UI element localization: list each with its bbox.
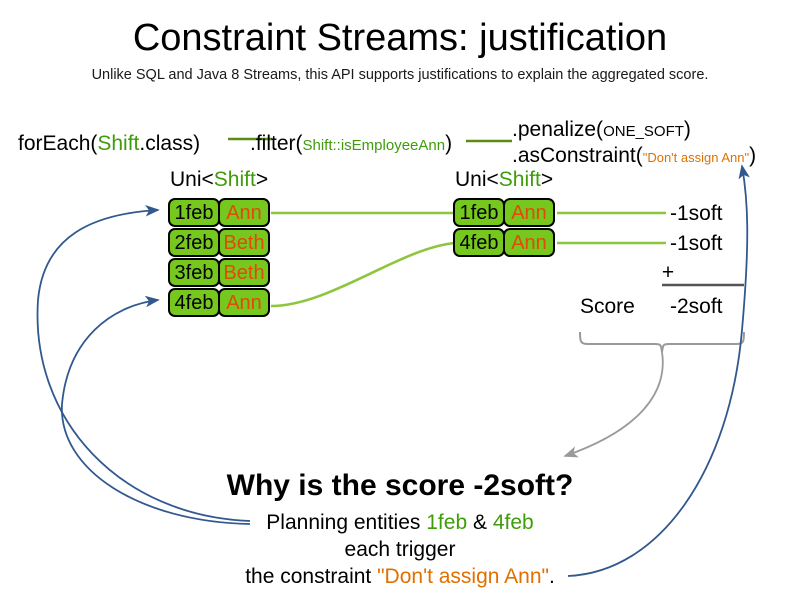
- shift-employee: Ann: [503, 228, 555, 257]
- explanation-arrow: [563, 351, 664, 458]
- left-stream-type-prefix: Uni<: [170, 168, 214, 191]
- left-stream-type-label: Uni<Shift>: [170, 168, 268, 192]
- impact-value-1: -1soft: [670, 202, 723, 225]
- shift-date: 2feb: [168, 228, 220, 257]
- shift-date: 1feb: [168, 198, 220, 227]
- shift-date: 4feb: [168, 288, 220, 317]
- right-stream-type-prefix: Uni<: [455, 168, 499, 191]
- code-asconstraint-tail: ): [749, 144, 757, 167]
- page-title: Constraint Streams: justification: [132, 17, 668, 59]
- explanation-line-1-amp: &: [467, 511, 493, 534]
- score-total-value: -2soft: [670, 295, 723, 318]
- right-stream-type-suffix: >: [540, 168, 554, 191]
- right-stream-type-label: Uni<Shift>: [455, 168, 553, 192]
- table-row[interactable]: 3feb Beth: [168, 258, 270, 287]
- link-4feb: [270, 241, 456, 308]
- code-filter-arg: Shift::isEmployeeAnn: [302, 137, 446, 154]
- explanation-line-2: each trigger: [344, 538, 456, 561]
- code-filter-tail: ): [445, 132, 453, 155]
- table-row[interactable]: 1feb Ann: [453, 198, 555, 227]
- code-penalize: .penalize(ONE_SOFT): [512, 118, 691, 144]
- table-row[interactable]: 4feb Ann: [453, 228, 555, 257]
- shift-employee: Beth: [218, 258, 270, 287]
- shift-employee: Ann: [503, 198, 555, 227]
- right-stream-table: 1feb Ann 4feb Ann: [453, 198, 555, 258]
- score-label: Score: [580, 295, 635, 318]
- code-penalize-tail: ): [683, 118, 691, 141]
- left-stream-type-generic: Shift: [213, 168, 256, 191]
- page-subtitle: Unlike SQL and Java 8 Streams, this API …: [91, 67, 709, 83]
- table-row[interactable]: 4feb Ann: [168, 288, 270, 317]
- code-asconstraint-arg: "Don't assign Ann": [642, 150, 750, 165]
- code-asconstraint: .asConstraint("Don't assign Ann"): [512, 144, 756, 170]
- explanation-line-3-suffix: .: [548, 565, 555, 588]
- right-stream-type-generic: Shift: [498, 168, 541, 191]
- explanation-heading: Why is the score -2soft?: [226, 469, 574, 502]
- score-brace: [579, 331, 745, 353]
- explanation-line-3-prefix: the constraint: [245, 565, 378, 588]
- explanation-constraint-name: "Don't assign Ann": [377, 565, 549, 588]
- code-foreach-type: Shift: [97, 132, 140, 155]
- explanation-line-1: Planning entities 1feb & 4feb: [0, 511, 800, 535]
- table-row[interactable]: 2feb Beth: [168, 228, 270, 257]
- left-stream-table: 1feb Ann 2feb Beth 3feb Beth 4feb Ann: [168, 198, 270, 318]
- impact-value-2: -1soft: [670, 232, 723, 255]
- table-row[interactable]: 1feb Ann: [168, 198, 270, 227]
- explanation-entity-4feb: 4feb: [492, 511, 534, 534]
- shift-date: 4feb: [453, 228, 505, 257]
- code-foreach-name: forEach(: [18, 132, 98, 155]
- code-filter-name: .filter(: [250, 132, 303, 155]
- shift-date: 3feb: [168, 258, 220, 287]
- code-foreach-tail: .class): [139, 132, 201, 155]
- explanation-line-3: the constraint "Don't assign Ann".: [0, 565, 800, 589]
- left-stream-type-suffix: >: [255, 168, 269, 191]
- code-foreach: forEach(Shift.class): [18, 132, 200, 156]
- shift-date: 1feb: [453, 198, 505, 227]
- code-penalize-arg: ONE_SOFT: [603, 123, 684, 140]
- code-filter: .filter(Shift::isEmployeeAnn): [250, 132, 452, 158]
- shift-employee: Ann: [218, 288, 270, 317]
- explanation-entity-1feb: 1feb: [426, 511, 468, 534]
- code-asconstraint-name: .asConstraint(: [512, 144, 643, 167]
- explanation-line-1-prefix: Planning entities: [266, 511, 427, 534]
- sum-operator: +: [661, 261, 675, 284]
- shift-employee: Beth: [218, 228, 270, 257]
- code-penalize-name: .penalize(: [512, 118, 604, 141]
- shift-employee: Ann: [218, 198, 270, 227]
